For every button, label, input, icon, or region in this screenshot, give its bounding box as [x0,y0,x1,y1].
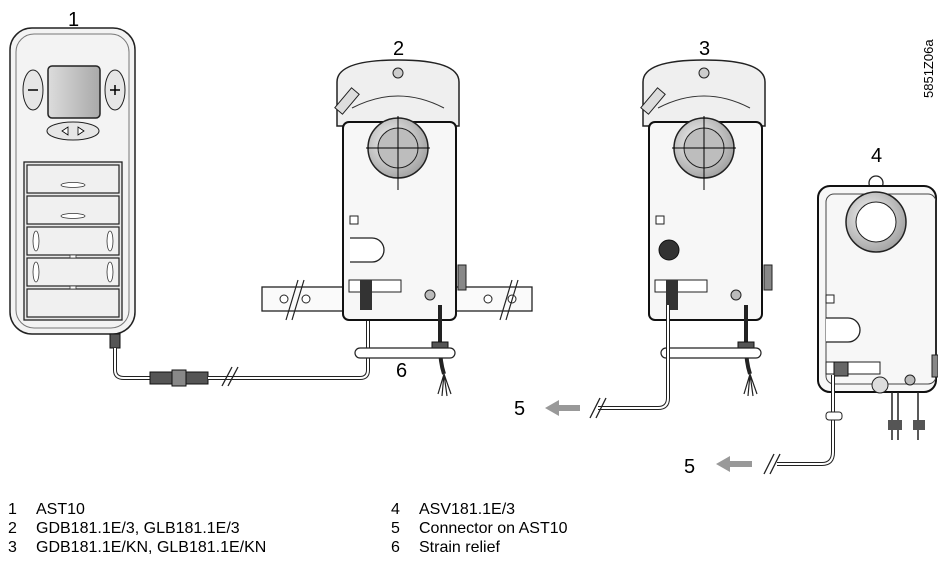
actuator-asv181-1e3 [716,175,938,475]
legend-item: 6 Strain relief [391,538,568,557]
ast10-service-tool [9,27,150,380]
legend-text: GDB181.1E/3, GLB181.1E/3 [36,520,240,537]
legend-text: Connector on AST10 [419,520,568,537]
callout-5b: 5 [684,456,695,478]
actuator-gdb181-1ekn [545,59,773,419]
legend-number: 3 [8,539,17,556]
actuator-gdb181-1e3 [261,59,533,397]
legend-text: AST10 [36,501,85,518]
legend-text: ASV181.1E/3 [419,501,516,518]
legend-text: GDB181.1E/KN, GLB181.1E/KN [36,539,267,556]
legend-number: 6 [391,539,400,556]
legend-number: 1 [8,501,17,518]
document-id: 5851Z06a [921,39,936,98]
callout-5a: 5 [514,398,525,420]
legend-number: 4 [391,501,400,518]
legend-item: 3 GDB181.1E/KN, GLB181.1E/KN [8,538,266,557]
callout-3: 3 [699,38,710,60]
legend-item: 2 GDB181.1E/3, GLB181.1E/3 [8,519,266,538]
legend-item: 4 ASV181.1E/3 [391,500,568,519]
legend-item: 1 AST10 [8,500,266,519]
legend-text: Strain relief [419,539,500,556]
callout-1: 1 [68,9,79,31]
callout-6: 6 [396,360,407,382]
legend-number: 2 [8,520,17,537]
legend-right-column: 4 ASV181.1E/3 5 Connector on AST10 6 Str… [391,500,568,557]
legend-item: 5 Connector on AST10 [391,519,568,538]
legend-number: 5 [391,520,400,537]
callout-4: 4 [871,145,882,167]
connector-cable [149,305,370,387]
callout-2: 2 [393,38,404,60]
legend-left-column: 1 AST10 2 GDB181.1E/3, GLB181.1E/3 3 GDB… [8,500,266,557]
